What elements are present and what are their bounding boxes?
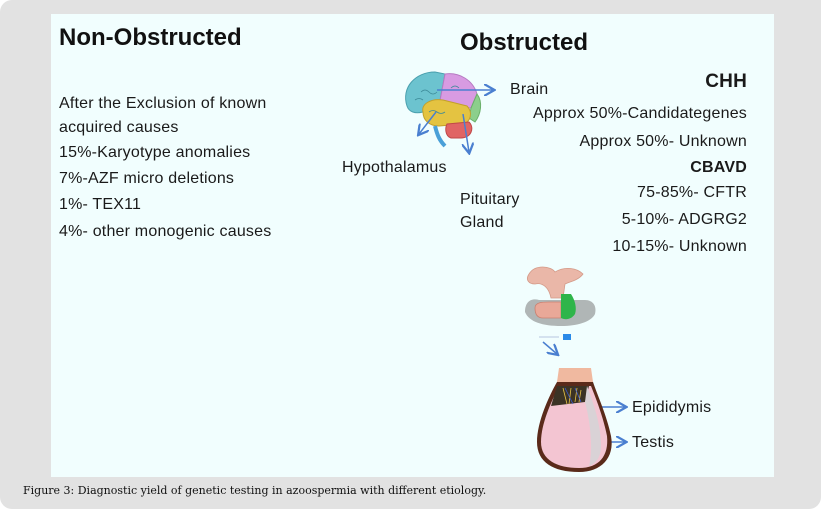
brain-label: Brain	[510, 81, 549, 98]
non-obstructed-title: Non-Obstructed	[59, 24, 242, 51]
cbavd-line: 5-10%- ADGRG2	[621, 211, 747, 228]
testis-pathway-arrow	[542, 341, 557, 354]
pituitary-gland-icon	[525, 266, 596, 326]
non-obstructed-line: After the Exclusion of known	[59, 95, 267, 112]
non-obstructed-line: acquired causes	[59, 119, 179, 136]
non-obstructed-line: 15%-Karyotype anomalies	[59, 144, 251, 161]
figure-caption: Figure 3: Diagnostic yield of genetic te…	[23, 484, 487, 497]
non-obstructed-line: 7%-AZF micro deletions	[59, 170, 235, 187]
figure-panel: Non-Obstructed After the Exclusion of kn…	[51, 14, 774, 477]
chh-line: Approx 50%-Candidategenes	[532, 105, 747, 122]
cbavd-line: 10-15%- Unknown	[612, 238, 747, 255]
handle-marker	[563, 334, 571, 340]
non-obstructed-line: 4%- other monogenic causes	[59, 223, 272, 240]
cbavd-line: 75-85%- CFTR	[637, 184, 747, 201]
hypothalamus-arrow	[419, 111, 437, 134]
pituitary-label: Pituitary	[460, 191, 520, 208]
testis-icon	[537, 368, 612, 472]
gland-label: Gland	[460, 214, 504, 231]
non-obstructed-line: 1%- TEX11	[59, 196, 142, 213]
hypothalamus-label: Hypothalamus	[342, 159, 447, 176]
epididymis-label: Epididymis	[632, 399, 712, 416]
obstructed-title: Obstructed	[460, 29, 589, 56]
cbavd-heading: CBAVD	[690, 159, 747, 176]
pituitary-arrow	[463, 113, 469, 152]
chh-heading: CHH	[705, 71, 747, 92]
chh-line: Approx 50%- Unknown	[579, 133, 747, 150]
testis-label: Testis	[632, 434, 675, 451]
